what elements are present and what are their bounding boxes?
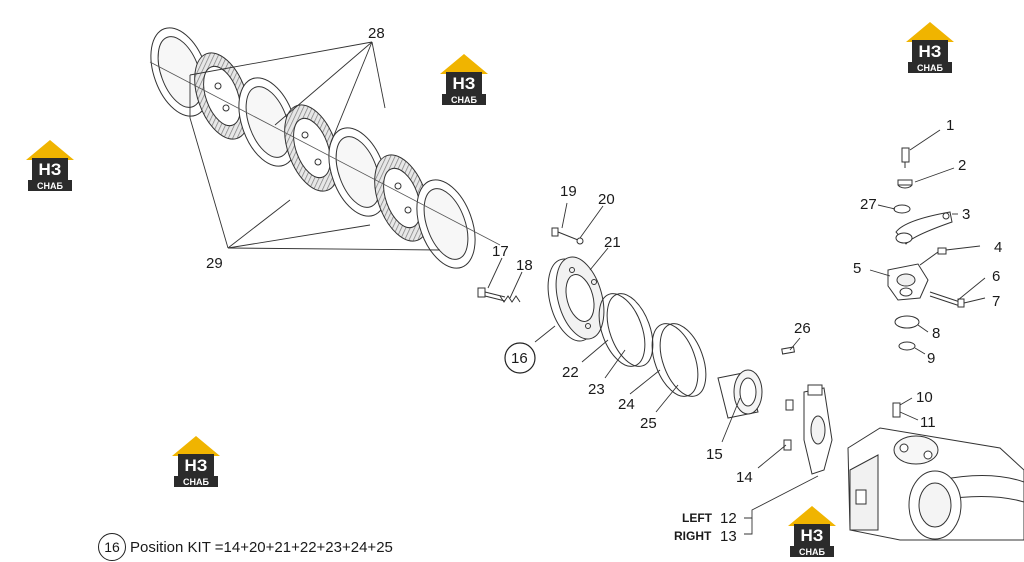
steering-knuckle: [803, 384, 833, 475]
pin-19-20: [551, 227, 584, 245]
callout-22: 22: [562, 364, 579, 381]
svg-text:СНАБ: СНАБ: [37, 181, 63, 191]
callout-2: 2: [958, 157, 966, 174]
callout-3: 3: [962, 206, 970, 223]
callout-8: 8: [932, 325, 940, 342]
friction-disc-2: [284, 104, 340, 192]
valve-body-5: [887, 263, 929, 301]
svg-text:НЗ: НЗ: [919, 42, 942, 61]
svg-text:НЗ: НЗ: [453, 74, 476, 93]
watermark-logo-5: НЗ СНАБ: [784, 504, 840, 560]
callout-5: 5: [853, 260, 861, 277]
callout-26: 26: [794, 320, 811, 337]
kit-note: 16 Position KIT =14+20+21+22+23+24+25: [98, 533, 393, 561]
friction-disc-1: [194, 52, 250, 140]
plain-disc-3: [328, 127, 388, 217]
svg-text:НЗ: НЗ: [801, 526, 824, 545]
callout-20: 20: [598, 191, 615, 208]
callout-18: 18: [516, 257, 533, 274]
o-ring-9: [898, 341, 916, 351]
callout-19: 19: [560, 183, 577, 200]
piston-assembly: [547, 256, 605, 342]
callout-12: 12: [720, 510, 737, 527]
svg-text:СНАБ: СНАБ: [799, 547, 825, 557]
kit-note-text: Position KIT =14+20+21+22+23+24+25: [130, 538, 393, 556]
friction-disc-3: [374, 154, 430, 242]
svg-text:НЗ: НЗ: [39, 160, 62, 179]
callout-24: 24: [618, 396, 635, 413]
seal-rings: [598, 293, 707, 397]
bolt-14: [783, 399, 794, 451]
watermark-logo-1: НЗ СНАБ: [436, 52, 492, 108]
callout-labels: 28 29 1 2 27 3 4 5 6 7 8 9 10 11 26 15 1…: [206, 25, 1002, 545]
spring-18: [499, 295, 521, 303]
callout-16-circle: [504, 342, 536, 374]
variant-left: LEFT: [682, 511, 713, 525]
callout-13: 13: [720, 528, 737, 545]
variant-right: RIGHT: [674, 529, 712, 543]
svg-text:СНАБ: СНАБ: [451, 95, 477, 105]
sleeve-15: [717, 369, 763, 419]
screw-1: [901, 147, 910, 168]
pin-26: [781, 346, 796, 355]
callout-27: 27: [860, 196, 877, 213]
nut-2: [897, 179, 913, 189]
axle-housing: [847, 427, 1024, 541]
lever-3: [895, 211, 953, 245]
callout-4: 4: [994, 239, 1002, 256]
svg-text:СНАБ: СНАБ: [183, 477, 209, 487]
watermark-logo-2: НЗ СНАБ: [902, 20, 958, 76]
kit-note-callout: 16: [98, 533, 126, 561]
callout-6: 6: [992, 268, 1000, 285]
callout-1: 1: [946, 117, 954, 134]
callout-15: 15: [706, 446, 723, 463]
svg-text:СНАБ: СНАБ: [917, 63, 943, 73]
bolt-17: [477, 287, 506, 302]
callout-29: 29: [206, 255, 223, 272]
callout-25: 25: [640, 415, 657, 432]
screw-4: [919, 247, 947, 266]
plain-disc-4: [416, 179, 476, 269]
callout-7: 7: [992, 293, 1000, 310]
callout-23: 23: [588, 381, 605, 398]
callout-leaders: [487, 129, 986, 535]
callout-11: 11: [920, 414, 936, 431]
callout-9: 9: [927, 350, 935, 367]
callout-10: 10: [916, 389, 933, 406]
callout-21: 21: [604, 234, 621, 251]
plain-disc-2: [238, 77, 298, 167]
watermark-logo-3: НЗ СНАБ: [22, 138, 78, 194]
watermark-logo-4: НЗ СНАБ: [168, 434, 224, 490]
callout-16: 16: [511, 350, 528, 367]
o-ring-8: [894, 315, 920, 329]
callout-28: 28: [368, 25, 385, 42]
callout-14: 14: [736, 469, 753, 486]
o-ring-27: [893, 204, 911, 214]
svg-text:НЗ: НЗ: [185, 456, 208, 475]
screws-6-7: [929, 291, 965, 308]
callout-17: 17: [492, 243, 509, 260]
fitting-10-11: [892, 402, 901, 418]
leader-lines-28-29: [189, 41, 441, 251]
